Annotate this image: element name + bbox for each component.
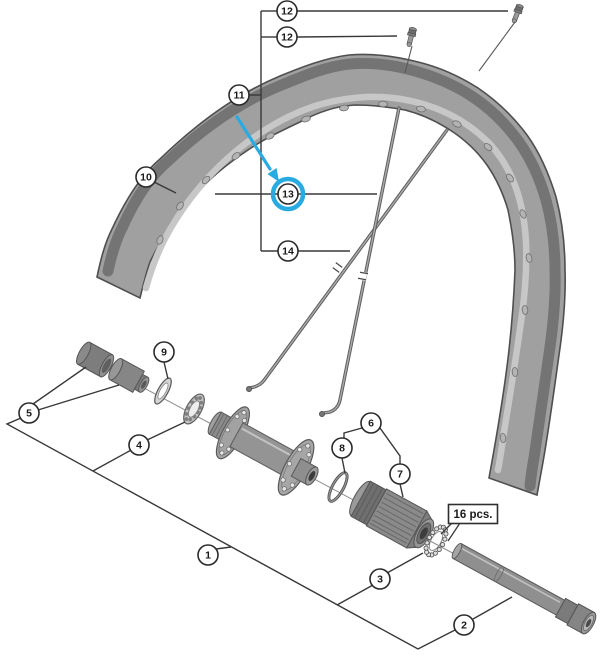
seal-ring (154, 377, 172, 405)
end-cap (76, 341, 115, 378)
spoke-nipple-left (406, 27, 417, 47)
callout-3: 3 (369, 568, 391, 590)
wheel-rim (96, 53, 566, 497)
svg-text:9: 9 (161, 347, 167, 359)
svg-text:11: 11 (233, 90, 244, 102)
axle (451, 542, 597, 635)
svg-text:7: 7 (397, 469, 403, 481)
callout-8: 8 (331, 437, 353, 459)
svg-text:1: 1 (205, 550, 211, 562)
svg-text:12: 12 (281, 32, 293, 44)
callout-14: 14 (277, 240, 299, 262)
rim-inner-highlight (142, 93, 530, 474)
svg-text:8: 8 (339, 443, 345, 455)
svg-text:3: 3 (377, 574, 383, 586)
svg-text:13: 13 (282, 189, 294, 201)
callout-10: 10 (135, 166, 157, 188)
o-ring (327, 471, 349, 503)
quantity-label-text: 16 pcs. (454, 509, 493, 521)
svg-text:6: 6 (368, 418, 374, 430)
spoke-left (248, 128, 449, 390)
callout-12a: 12 (276, 0, 298, 22)
spoke-nipple-right (511, 3, 524, 24)
highlight-ring (270, 176, 306, 212)
hub-body (207, 406, 319, 496)
callout-9: 9 (153, 341, 175, 363)
svg-text:14: 14 (282, 246, 294, 258)
rim-outer-shading (102, 57, 561, 492)
rim-spoke-holes (156, 100, 533, 443)
lock-nut (108, 358, 150, 393)
callout-2: 2 (453, 614, 475, 636)
spoke-break-mark-left (332, 262, 344, 273)
spoke-break-mark-right (357, 271, 369, 281)
quantity-label: 16 pcs. (440, 503, 499, 542)
callout-1: 1 (197, 544, 219, 566)
svg-text:10: 10 (140, 172, 152, 184)
callout-12b: 12 (276, 26, 298, 48)
svg-text:4: 4 (136, 440, 142, 452)
highlight-arrow (235, 115, 279, 182)
svg-text:5: 5 (26, 408, 32, 420)
callout-7: 7 (389, 463, 411, 485)
callout-13: 13 (270, 176, 306, 212)
rim-band (96, 53, 566, 497)
spokes (245, 106, 449, 417)
callout-6: 6 (360, 412, 382, 434)
bearing (183, 393, 205, 425)
callout-5: 5 (18, 402, 40, 424)
spoke-right (322, 106, 401, 415)
callout-4: 4 (128, 434, 150, 456)
svg-text:12: 12 (281, 6, 293, 18)
callout-11: 11 (228, 84, 250, 106)
freehub-body (349, 480, 435, 549)
svg-text:2: 2 (461, 620, 467, 632)
